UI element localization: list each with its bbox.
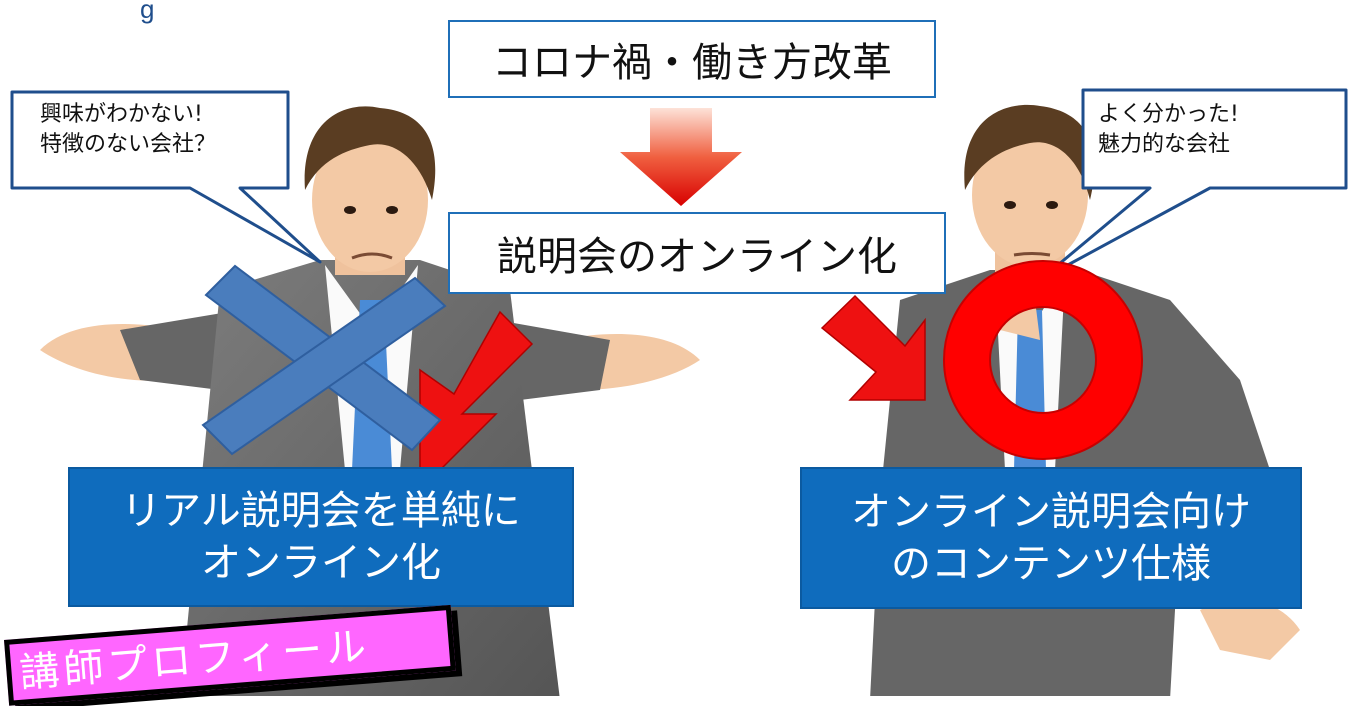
right-caption-box: オンライン説明会向け のコンテンツ仕様 [800,467,1302,609]
left-speech-bubble [10,90,322,264]
down-arrow-icon [620,108,742,206]
right-bubble-text: よく分かった! 魅力的な会社 [1098,100,1239,160]
top-heading-box: コロナ禍・働き方改革 [448,20,936,98]
middle-heading-text: 説明会のオンライン化 [497,234,897,280]
left-caption-line1: リアル説明会を単純に [121,488,521,534]
right-bubble-line1: よく分かった! [1098,102,1239,127]
svg-text:g: g [140,0,154,24]
middle-heading-box: 説明会のオンライン化 [448,212,946,294]
right-caption-line2: のコンテンツ仕様 [891,541,1211,587]
left-caption-box: リアル説明会を単純に オンライン化 [68,467,574,607]
top-heading-text: コロナ禍・働き方改革 [492,40,892,86]
arrow-right-red-icon [820,294,926,401]
circle-mark-icon [943,260,1143,460]
left-bubble-text: 興味がわかない! 特徴のない会社？ [40,100,216,160]
right-bubble-line2: 魅力的な会社 [1098,132,1231,157]
cross-mark-icon [201,264,447,456]
right-speech-bubble [1038,88,1348,282]
left-bubble-line1: 興味がわかない! [40,102,203,127]
left-caption-line2: オンライン化 [201,540,441,586]
right-caption-line1: オンライン説明会向け [851,489,1251,535]
left-bubble-line2: 特徴のない会社？ [40,132,217,157]
